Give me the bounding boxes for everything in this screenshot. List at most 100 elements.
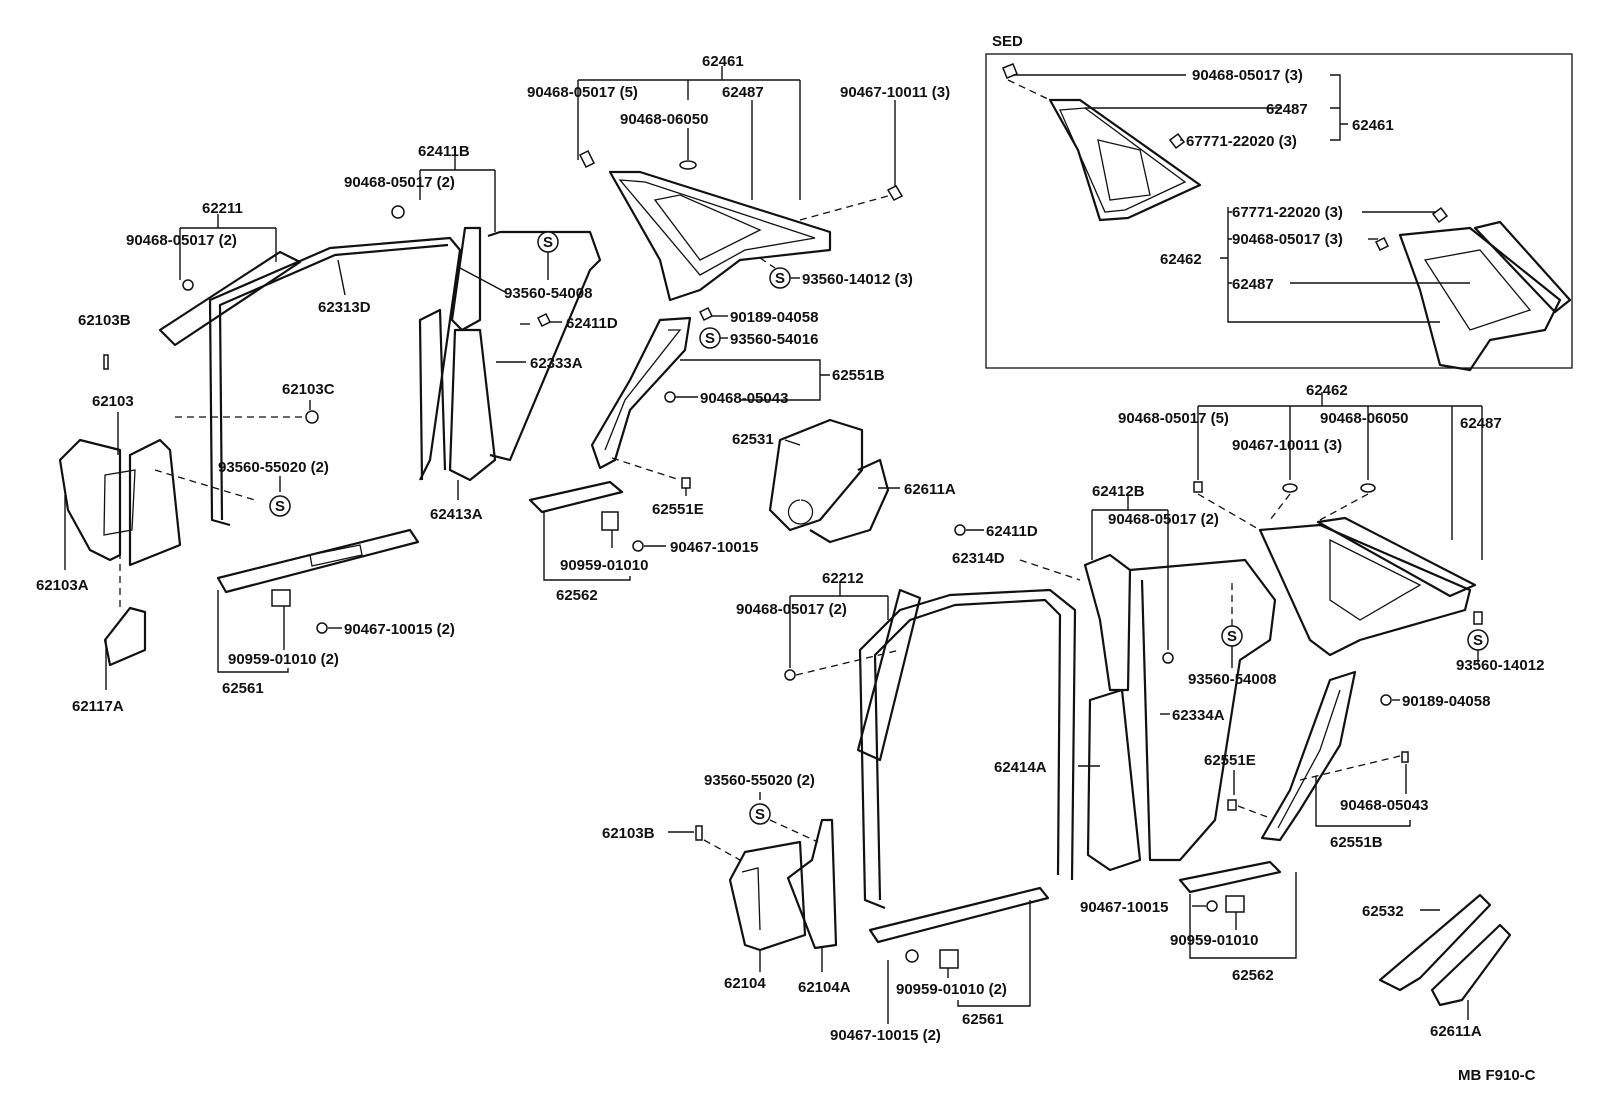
clip-icon	[698, 306, 714, 322]
bracket	[789, 582, 889, 668]
clip-icon	[784, 669, 796, 681]
clip-icon	[1162, 652, 1174, 664]
scuff-plate-detail	[309, 544, 363, 567]
part-label: 90468-05017 (3)	[1192, 67, 1303, 84]
part-label: 62461	[1352, 117, 1394, 134]
clip-icon	[664, 391, 676, 403]
part-label: 90959-01010 (2)	[896, 981, 1007, 998]
part-label: 62611A	[904, 481, 956, 498]
part-label: 90189-04058	[730, 309, 818, 326]
clip-icon	[1473, 611, 1483, 625]
part-label: 90468-05017 (2)	[1108, 511, 1219, 528]
dash	[799, 195, 889, 221]
part-label: 62411B	[418, 143, 470, 160]
part-label: 62334A	[1172, 707, 1225, 724]
leader	[687, 100, 896, 200]
clip-icon	[601, 511, 619, 531]
part-label: 62104A	[798, 979, 851, 996]
door-weatherstrip-rear	[858, 558, 1277, 910]
dash	[611, 457, 681, 481]
part-label: 62117A	[72, 698, 124, 715]
part-label: 90959-01010 (2)	[228, 651, 339, 668]
part-label: 62313D	[318, 299, 371, 316]
dash	[1237, 805, 1271, 819]
part-label: 62551B	[832, 367, 885, 384]
sed-quarter-trim-front	[1048, 98, 1202, 222]
part-label: 62103B	[78, 312, 131, 329]
clip-icon	[679, 160, 697, 170]
sed-clip-icon	[1002, 63, 1018, 79]
part-label: 62411D	[986, 523, 1038, 540]
part-label: 62104	[724, 975, 766, 992]
part-label: 90468-05017 (3)	[1232, 231, 1343, 248]
part-label: 67771-22020 (3)	[1232, 204, 1343, 221]
part-label: 62462	[1306, 382, 1348, 399]
part-label: 62103	[92, 393, 134, 410]
cowl-side-trim-left	[58, 438, 182, 567]
dash	[759, 257, 776, 269]
clip-icon	[578, 149, 596, 169]
clip-icon	[103, 354, 109, 370]
sed-quarter-trim-rear	[1398, 220, 1572, 372]
part-label: 62487	[1232, 276, 1274, 293]
part-label: 62562	[1232, 967, 1274, 984]
part-label: 62212	[822, 570, 864, 587]
quarter-window-trim-rear	[1258, 516, 1477, 657]
clip-icon	[316, 622, 328, 634]
part-label: 90189-04058	[1402, 693, 1490, 710]
part-label: 90959-01010	[560, 557, 648, 574]
quarter-window-trim	[608, 170, 832, 302]
part-label: 62561	[962, 1011, 1004, 1028]
part-label: 90467-10015 (2)	[830, 1027, 941, 1044]
part-label: 62462	[1160, 251, 1202, 268]
inset-title: SED	[992, 33, 1023, 50]
part-label: 90468-05017 (2)	[344, 174, 455, 191]
symbol-s: S	[775, 270, 785, 287]
part-label: 62411D	[566, 315, 618, 332]
bracket	[1091, 496, 1169, 650]
symbol-s-icon	[749, 803, 771, 825]
wheel-house-trim-front	[768, 418, 890, 544]
part-label: 62211	[202, 200, 243, 217]
part-label: 62412B	[1092, 483, 1145, 500]
bracket	[543, 512, 631, 581]
part-label: 62551B	[1330, 834, 1383, 851]
roof-side-garnish-62551B	[590, 316, 692, 470]
part-label: 67771-22020 (3)	[1186, 133, 1297, 150]
symbol-s: S	[755, 806, 765, 823]
part-label: 90468-05043	[1340, 797, 1428, 814]
part-label: 93560-55020 (2)	[704, 772, 815, 789]
clip-icon	[1227, 799, 1237, 811]
part-label: 90959-01010	[1170, 932, 1258, 949]
bracket	[1330, 74, 1348, 141]
bracket	[577, 66, 801, 200]
bracket	[419, 156, 496, 232]
sed-fastener-icon	[1168, 132, 1186, 150]
center-pillar-garnish-rear	[1083, 553, 1142, 872]
clip-icon	[681, 477, 691, 489]
part-label: 62562	[556, 587, 598, 604]
part-label: 90467-10011 (3)	[1232, 437, 1342, 454]
part-label: 93560-55020 (2)	[218, 459, 329, 476]
part-label: 90468-05017 (2)	[736, 601, 847, 618]
clip-icon	[1193, 481, 1203, 493]
bracket	[1189, 872, 1297, 959]
clip-icon	[632, 540, 644, 552]
bracket	[1315, 776, 1411, 827]
symbol-s: S	[705, 330, 715, 347]
symbol-s: S	[275, 498, 285, 515]
wheel-house-trim-rear	[1378, 893, 1512, 1007]
part-label: 62333A	[530, 355, 583, 372]
dash	[769, 819, 819, 843]
clip-icon	[271, 589, 291, 607]
sed-rear-fastener-icon	[1431, 206, 1449, 224]
part-label: 62103A	[36, 577, 89, 594]
leader	[459, 267, 506, 293]
symbol-s: S	[1227, 628, 1237, 645]
clip-icon	[886, 185, 904, 201]
part-label: 90467-10011 (3)	[840, 84, 950, 101]
bracket	[217, 590, 289, 673]
door-weatherstrip-front	[208, 236, 462, 527]
clip-icon	[391, 205, 405, 219]
part-label: 62487	[722, 84, 764, 101]
